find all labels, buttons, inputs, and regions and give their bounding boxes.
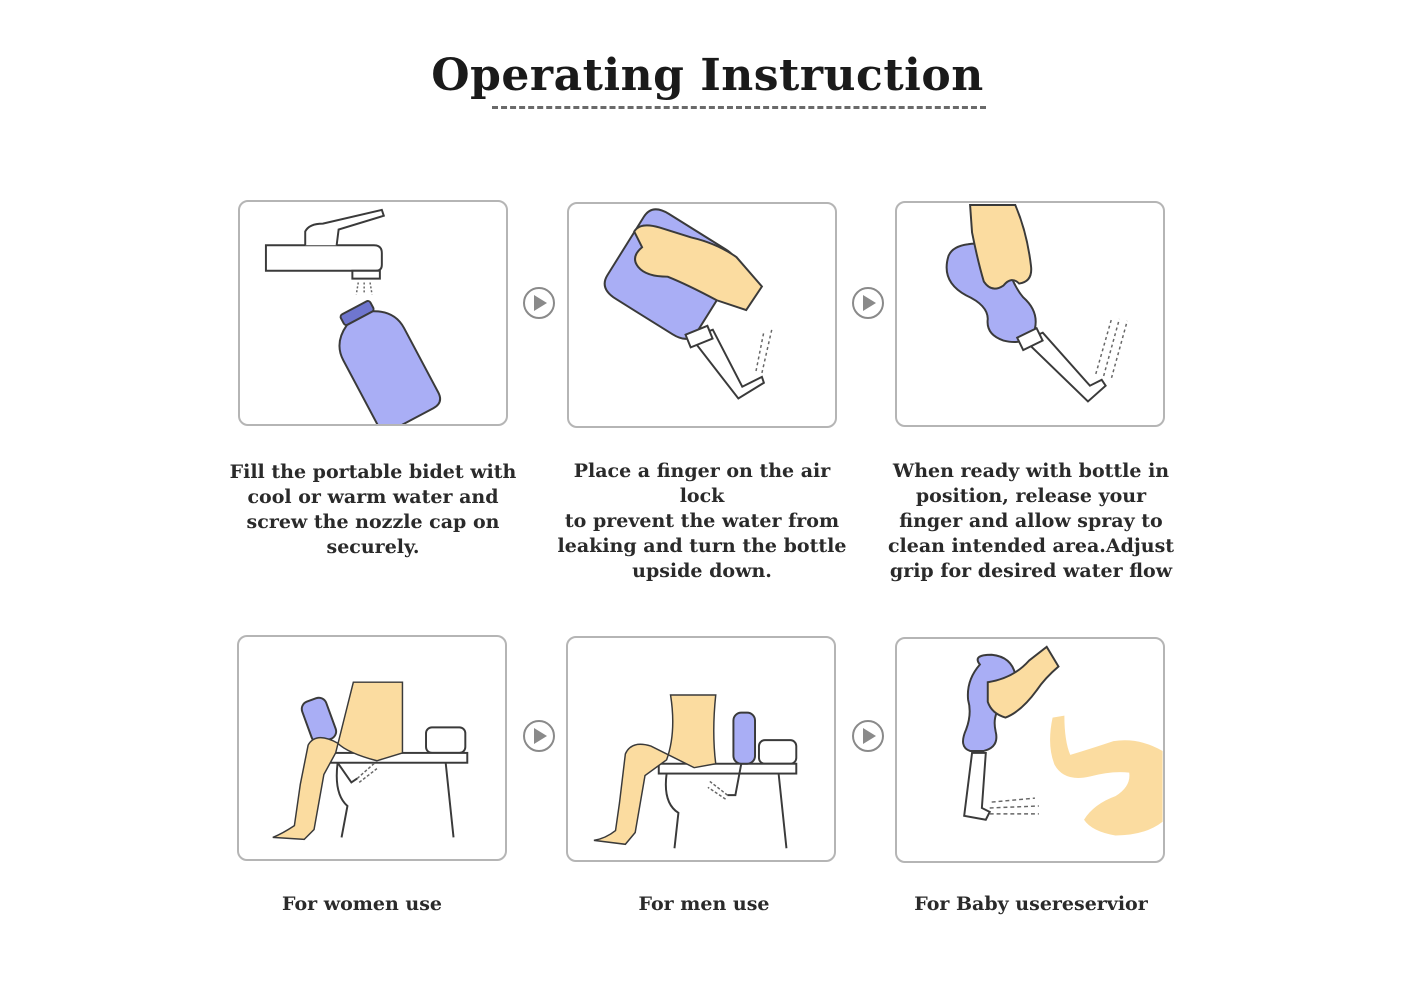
chevron-right-circle-icon (522, 286, 556, 320)
caption-line: When ready with bottle in (892, 460, 1170, 482)
men-use-panel (566, 636, 836, 862)
men-use-caption: For men use (638, 893, 770, 915)
chevron-right-circle-icon (851, 719, 885, 753)
women-toilet-use-illustration (272, 681, 469, 841)
chevron-right-circle-icon (851, 286, 885, 320)
caption-line: screw the nozzle cap on (246, 511, 500, 533)
women-use-caption: For women use (282, 893, 442, 915)
caption-line: clean intended area.Adjust (887, 535, 1175, 557)
step-1-caption: Fill the portable bidet with cool or war… (223, 460, 523, 560)
caption-line: grip for desired water flow (889, 560, 1173, 582)
page-title: Operating Instruction (431, 50, 984, 101)
caption-line: finger and allow spray to (899, 510, 1163, 532)
hand-on-air-lock-illustration (603, 208, 773, 400)
step-3-panel (895, 201, 1165, 427)
caption-line: upside down. (632, 560, 772, 582)
title-dashed-underline (492, 106, 986, 109)
women-use-panel (237, 635, 507, 861)
step-2-panel (567, 202, 837, 428)
caption-line: leaking and turn the bottle (557, 535, 847, 557)
caption-line: position, release your (915, 485, 1147, 507)
step-1-panel (238, 200, 508, 426)
men-toilet-use-illustration (593, 694, 798, 849)
baby-use-caption: For Baby usereservior (914, 893, 1148, 915)
baby-use-panel (895, 637, 1165, 863)
step-2-caption: Place a finger on the air lock to preven… (552, 459, 852, 584)
caption-line: cool or warm water and (247, 486, 499, 508)
caption-line: securely. (326, 536, 420, 558)
caption-line: Fill the portable bidet with (229, 461, 517, 483)
caption-line: Place a finger on the air lock (573, 460, 831, 507)
faucet-filling-bottle-illustration (264, 208, 442, 424)
chevron-right-circle-icon (522, 719, 556, 753)
caption-line: to prevent the water from (564, 510, 840, 532)
baby-use-illustration (962, 645, 1163, 836)
hand-squeezing-bottle-spray-illustration (945, 203, 1128, 403)
step-3-caption: When ready with bottle in position, rele… (881, 459, 1181, 584)
